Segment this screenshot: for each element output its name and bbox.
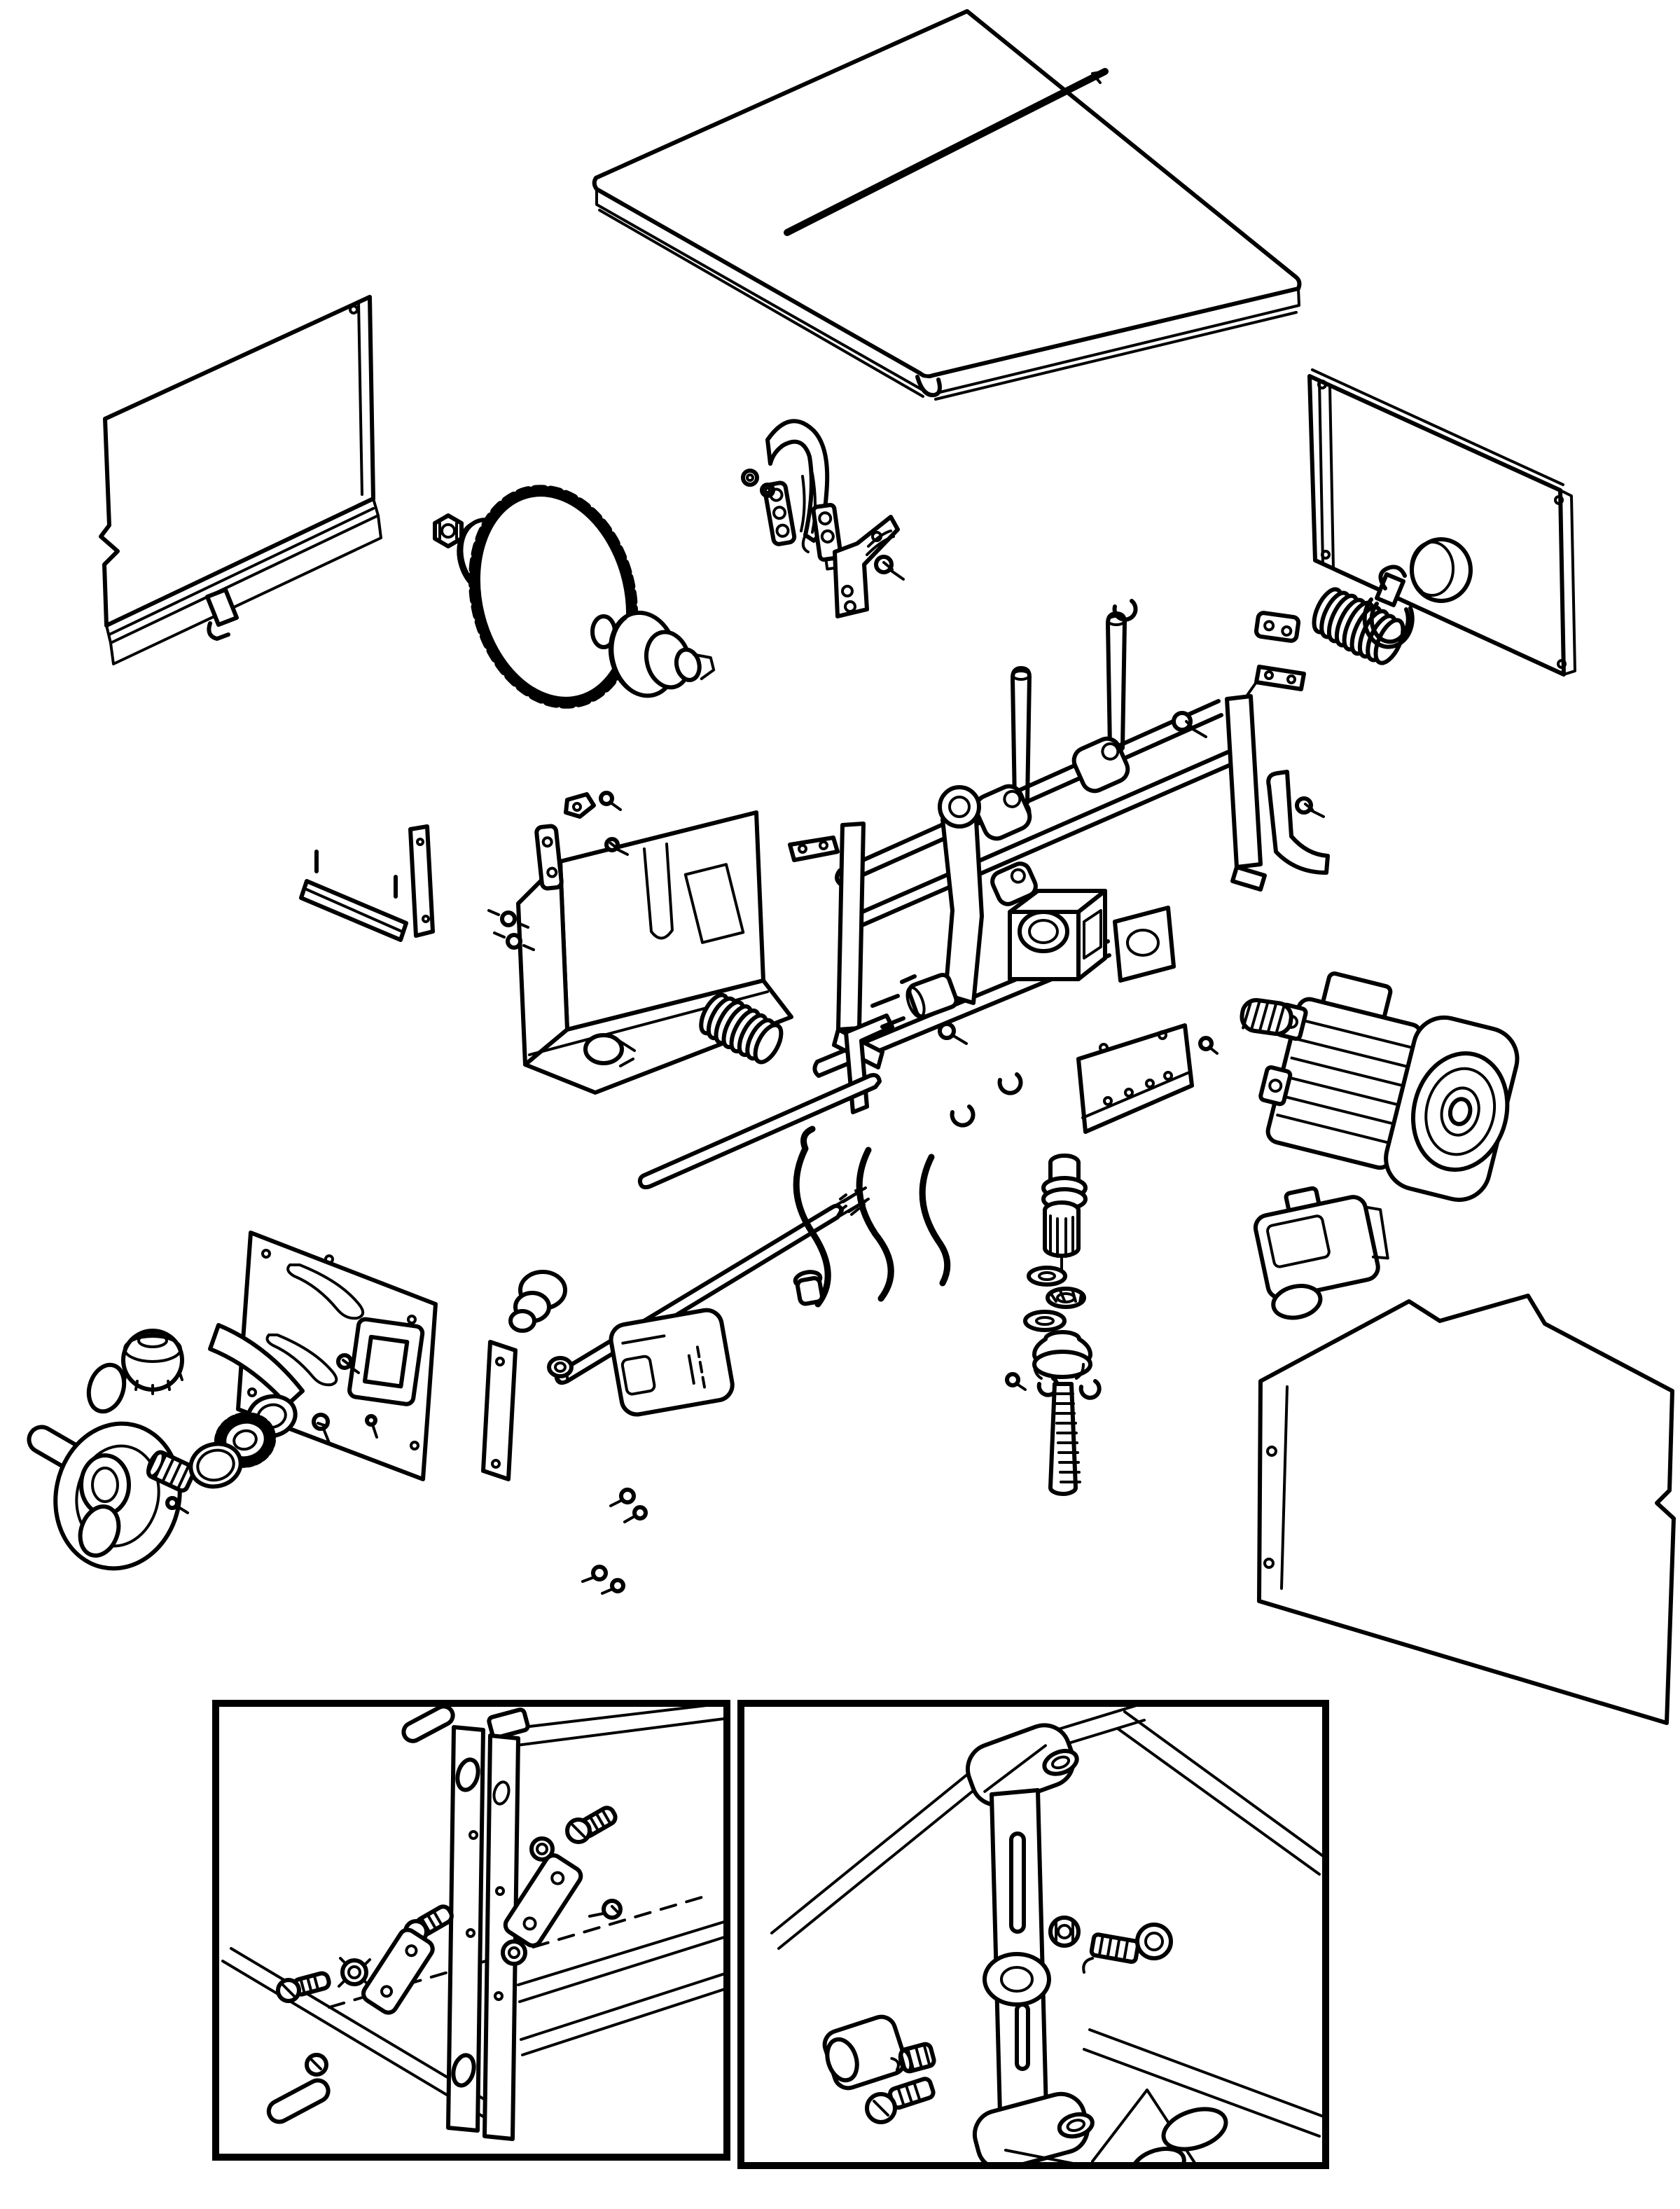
oval-63 [78,1504,121,1558]
clip-24b [1078,1379,1102,1400]
wedge-45 [208,1323,305,1407]
arbor-nut-49 [433,513,464,548]
bottom-clamp [972,2091,1095,2162]
washer-26 [529,1836,555,1862]
fence-plate-part [236,1231,574,1481]
elevation-screw-parts [1005,1154,1102,1496]
washer-57a [1027,1266,1067,1287]
mitre-slot [784,68,1109,236]
pin-30 [266,2078,331,2124]
washer-13 [741,469,759,487]
nut-29a [340,1958,368,1986]
screw-67 [619,1488,636,1504]
wing-bolt-77 [500,910,517,927]
side-panel-left-part [99,295,382,665]
washer-57b [1023,1310,1067,1332]
saw-blade-51 [468,485,639,709]
table-top-part [592,9,1302,401]
insert-48 [347,1317,425,1406]
detail-inset-left [212,1700,730,2161]
post-bar [446,1725,485,2133]
plate-74 [534,824,564,891]
pins-73 [314,850,398,899]
frame-assembly-part [788,665,1306,1114]
plate-28b [361,1927,435,2015]
hose-right-part [1312,565,1415,665]
screw-40 [1295,796,1313,815]
switch-bracket-79-part [1253,1186,1389,1320]
c-clip [1112,599,1138,622]
plate-7 [763,480,797,546]
hose-clamp-11 [1362,597,1415,649]
oval-64 [86,1362,127,1414]
bracket-39-part [1254,611,1330,875]
screw-27 [602,1899,623,1920]
c-clip [997,1072,1023,1095]
handwheel-cluster-part [27,1323,648,1595]
setscrew-23 [898,2042,936,2074]
motor-part [1240,971,1520,1203]
switch-2-part [609,1126,951,1417]
threaded-rod-61 [1048,1382,1078,1496]
hose-left-part [699,992,784,1065]
blade-assembly-part [433,485,716,709]
guard-assembly-part [741,419,905,618]
plate-28a [503,1853,583,1948]
side-panel-bottom-right-part [1257,1294,1676,1725]
insert-plate-part [1076,1023,1219,1134]
screw-76 [599,791,614,806]
bolt-19 [1135,1923,1173,1960]
strip-72 [408,824,435,938]
pin-70 [365,1414,377,1427]
bushing-68 [547,1356,574,1378]
washer-81 [760,483,775,498]
c-clip [950,1104,976,1128]
side-panel-right-part [1307,368,1576,677]
screw-23 [1005,1372,1020,1387]
stud-43 [146,1450,197,1493]
detail-inset-right [737,1700,1329,2169]
sleeve-22 [822,2014,908,2091]
housing-3-part [516,810,793,1095]
outer-flange-52 [608,610,716,698]
fence-strips-part [299,791,629,951]
screw-12 [874,555,894,574]
plate-80 [811,503,843,571]
plate-16 [1254,611,1301,643]
nut-29b [501,1939,527,1966]
screw-66 [591,1565,608,1581]
pin-17 [1198,1036,1214,1051]
pin-62 [165,1496,179,1510]
